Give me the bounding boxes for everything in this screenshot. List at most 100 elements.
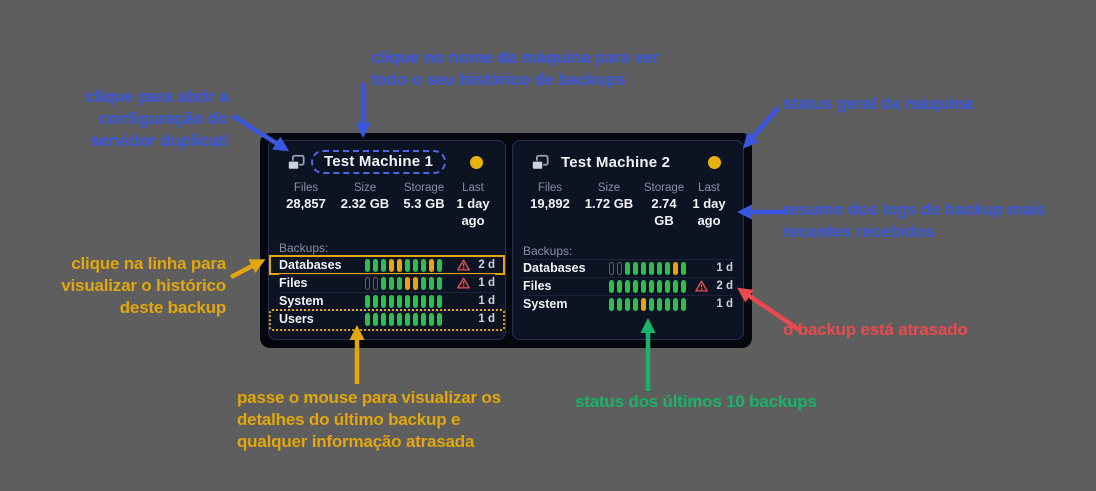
backup-age: 2 d xyxy=(716,280,733,293)
backup-status-bar[interactable] xyxy=(625,279,630,293)
backup-status-bar[interactable] xyxy=(625,261,630,275)
backup-status-bar[interactable] xyxy=(421,294,426,308)
backup-status-bar[interactable] xyxy=(673,297,678,311)
backup-age: 2 d xyxy=(478,259,495,272)
backup-status-bar[interactable] xyxy=(633,261,638,275)
backup-status-bar[interactable] xyxy=(373,258,378,272)
backup-status-bar[interactable] xyxy=(429,276,434,290)
machine-2-header: Test Machine 2 xyxy=(523,149,733,175)
backup-status-bar[interactable] xyxy=(673,261,678,275)
backup-status-bar[interactable] xyxy=(421,276,426,290)
backup-status-bar[interactable] xyxy=(389,312,394,326)
backup-status-bar[interactable] xyxy=(381,312,386,326)
backup-row-users[interactable]: Users 1 d xyxy=(269,308,505,331)
backup-age: 1 d xyxy=(716,262,733,275)
backup-status-bar[interactable] xyxy=(373,312,378,326)
backup-row-system[interactable]: System 1 d xyxy=(523,294,733,313)
computer-icon[interactable] xyxy=(287,154,305,171)
backup-status-bar[interactable] xyxy=(681,297,686,311)
backup-status-bar[interactable] xyxy=(665,279,670,293)
backup-bars[interactable] xyxy=(609,297,686,311)
backup-status-bar[interactable] xyxy=(397,312,402,326)
backup-status-bar[interactable] xyxy=(389,276,394,290)
backup-status-bar[interactable] xyxy=(665,261,670,275)
backup-status-bar[interactable] xyxy=(641,279,646,293)
backup-status-bar[interactable] xyxy=(429,258,434,272)
backup-status-bar[interactable] xyxy=(405,312,410,326)
backup-status-bar[interactable] xyxy=(437,294,442,308)
backup-status-bar[interactable] xyxy=(381,258,386,272)
backup-status-bar[interactable] xyxy=(609,261,614,275)
stat-last: Last 1 day ago xyxy=(456,182,490,228)
annotation-line: status dos últimos 10 backups xyxy=(575,392,817,411)
backup-status-bar[interactable] xyxy=(421,312,426,326)
computer-icon[interactable] xyxy=(531,154,549,171)
stat-storage: Storage 2.74 GB xyxy=(643,182,685,228)
backup-status-bar[interactable] xyxy=(389,294,394,308)
backup-status-bar[interactable] xyxy=(373,294,378,308)
backup-status-bar[interactable] xyxy=(641,261,646,275)
backup-row-databases[interactable]: Databases 1 d xyxy=(523,258,733,277)
backup-bars[interactable] xyxy=(609,261,686,275)
backup-status-bar[interactable] xyxy=(649,297,654,311)
backup-status-bar[interactable] xyxy=(389,258,394,272)
stat-storage: Storage 5.3 GB xyxy=(403,182,445,211)
backup-status-bar[interactable] xyxy=(681,261,686,275)
backup-status-bar[interactable] xyxy=(397,258,402,272)
backup-status-bar[interactable] xyxy=(437,312,442,326)
backup-status-bar[interactable] xyxy=(633,297,638,311)
backup-status-bar[interactable] xyxy=(397,294,402,308)
backup-status-bar[interactable] xyxy=(421,258,426,272)
backup-status-bar[interactable] xyxy=(405,258,410,272)
backup-status-bar[interactable] xyxy=(405,276,410,290)
backup-status-bar[interactable] xyxy=(437,258,442,272)
backup-status-bar[interactable] xyxy=(397,276,402,290)
backup-status-bar[interactable] xyxy=(665,297,670,311)
backup-status-bar[interactable] xyxy=(633,279,638,293)
backup-status-bar[interactable] xyxy=(673,279,678,293)
backup-status-bar[interactable] xyxy=(657,261,662,275)
backup-status-bar[interactable] xyxy=(649,279,654,293)
backup-bars[interactable] xyxy=(609,279,686,293)
backup-status-bar[interactable] xyxy=(681,279,686,293)
backup-row-files[interactable]: Files 2 d xyxy=(523,276,733,295)
annotation-backup-late: o backup está atrasado xyxy=(783,319,968,341)
backup-status-bar[interactable] xyxy=(413,276,418,290)
backup-status-bar[interactable] xyxy=(413,312,418,326)
backup-status-bar[interactable] xyxy=(413,258,418,272)
machine-name[interactable]: Test Machine 2 xyxy=(561,153,671,171)
backup-row-system[interactable]: System 1 d xyxy=(279,291,495,310)
backup-status-bar[interactable] xyxy=(609,279,614,293)
backup-status-bar[interactable] xyxy=(437,276,442,290)
backup-name: Files xyxy=(523,279,552,294)
backup-status-bar[interactable] xyxy=(617,297,622,311)
backup-row-databases[interactable]: Databases 2 d xyxy=(269,254,505,275)
backup-bars[interactable] xyxy=(365,312,442,326)
backup-status-bar[interactable] xyxy=(649,261,654,275)
backup-status-bar[interactable] xyxy=(413,294,418,308)
backup-status-bar[interactable] xyxy=(373,276,378,290)
backup-status-bar[interactable] xyxy=(657,279,662,293)
backup-bars[interactable] xyxy=(365,258,442,272)
backup-status-bar[interactable] xyxy=(657,297,662,311)
backup-status-bar[interactable] xyxy=(429,294,434,308)
backup-status-bar[interactable] xyxy=(609,297,614,311)
backup-status-bar[interactable] xyxy=(381,294,386,308)
backup-name: Files xyxy=(279,276,308,291)
backup-bars[interactable] xyxy=(365,294,442,308)
backup-status-bar[interactable] xyxy=(381,276,386,290)
backup-status-bar[interactable] xyxy=(405,294,410,308)
machine-name[interactable]: Test Machine 1 xyxy=(311,150,447,174)
backup-status-bar[interactable] xyxy=(429,312,434,326)
backup-bars[interactable] xyxy=(365,276,442,290)
backup-status-bar[interactable] xyxy=(617,279,622,293)
backup-status-bar[interactable] xyxy=(365,258,370,272)
backup-status-bar[interactable] xyxy=(365,294,370,308)
backup-status-bar[interactable] xyxy=(641,297,646,311)
backup-row-files[interactable]: Files 1 d xyxy=(279,273,495,292)
backup-status-bar[interactable] xyxy=(617,261,622,275)
backup-status-bar[interactable] xyxy=(365,276,370,290)
backup-status-bar[interactable] xyxy=(625,297,630,311)
backup-status-bar[interactable] xyxy=(365,312,370,326)
annotation-line: detalhes do último backup e xyxy=(237,410,461,429)
